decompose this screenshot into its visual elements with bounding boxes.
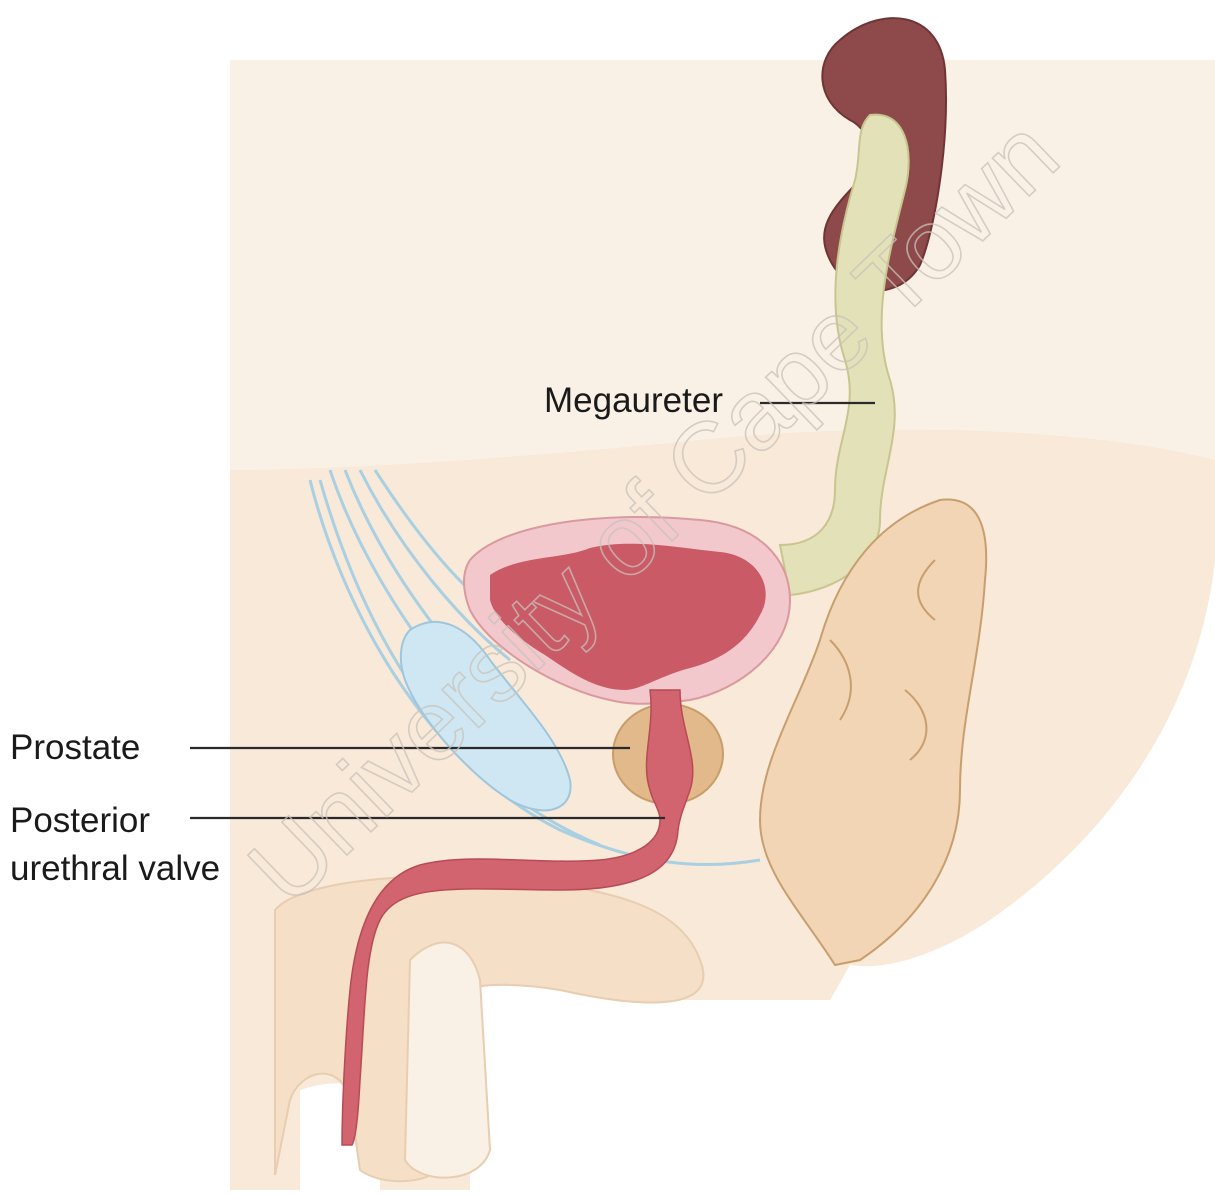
posterior-valve-label-line2: urethral valve <box>10 849 220 889</box>
posterior-valve-label-line1: Posterior <box>10 801 150 841</box>
megaureter-label: Megaureter <box>544 381 723 421</box>
prostate-label: Prostate <box>10 728 140 768</box>
scrotum-shape <box>405 943 490 1178</box>
